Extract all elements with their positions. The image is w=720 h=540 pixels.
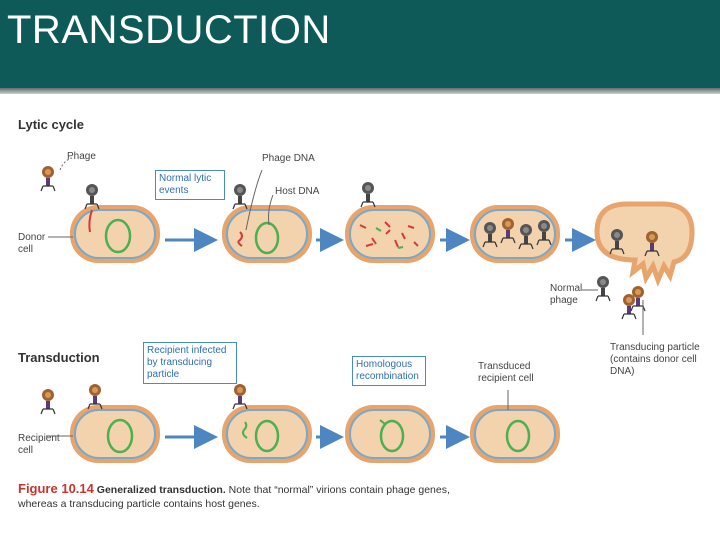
donor-cell-label: Donor cell [18,232,46,255]
lytic-cell-3 [345,205,435,263]
lytic-heading: Lytic cycle [18,117,85,132]
slide-title: TRANSDUCTION [7,8,331,52]
phage-label: Phage [67,151,96,162]
recipient-infected-callout: Recipient infected by transducing partic… [143,342,237,384]
dna-fragment-icon [237,231,243,247]
trans-cell-1 [70,405,160,463]
normal-phage-label: Normal phage [550,283,583,306]
title-bar-shadow [0,88,720,94]
figure-title: Generalized transduction. [96,484,226,496]
trans-cell-4 [470,405,560,463]
normal-lytic-callout: Normal lytic events [155,170,225,200]
lytic-cell-2 [222,205,312,263]
transduced-cell-label: Transduced recipient cell [478,361,534,384]
trans-cell-3 [345,405,435,463]
phage-dna-label: Phage DNA [262,153,315,164]
figure-caption: Figure 10.14 Generalized transduction. N… [18,482,488,511]
host-dna-label: Host DNA [275,186,320,197]
phage-icon [595,275,611,302]
title-bar [0,0,720,94]
trans-cell-2 [222,405,312,463]
lytic-cell-4 [470,205,560,263]
transducing-particle-label: Transducing particle (contains donor cel… [610,342,700,377]
figure-caption-text: Note that “normal” virions contain phage… [18,484,450,510]
transduction-heading: Transduction [18,350,100,365]
figure-number: Figure 10.14 [18,481,94,496]
chromosome-icon [104,218,132,254]
homologous-recombination-callout: Homologous recombination [352,356,426,386]
recipient-cell-label: Recipient cell [18,433,60,456]
lytic-cell-1 [70,205,160,263]
lytic-cell-5-lysing [594,201,695,287]
